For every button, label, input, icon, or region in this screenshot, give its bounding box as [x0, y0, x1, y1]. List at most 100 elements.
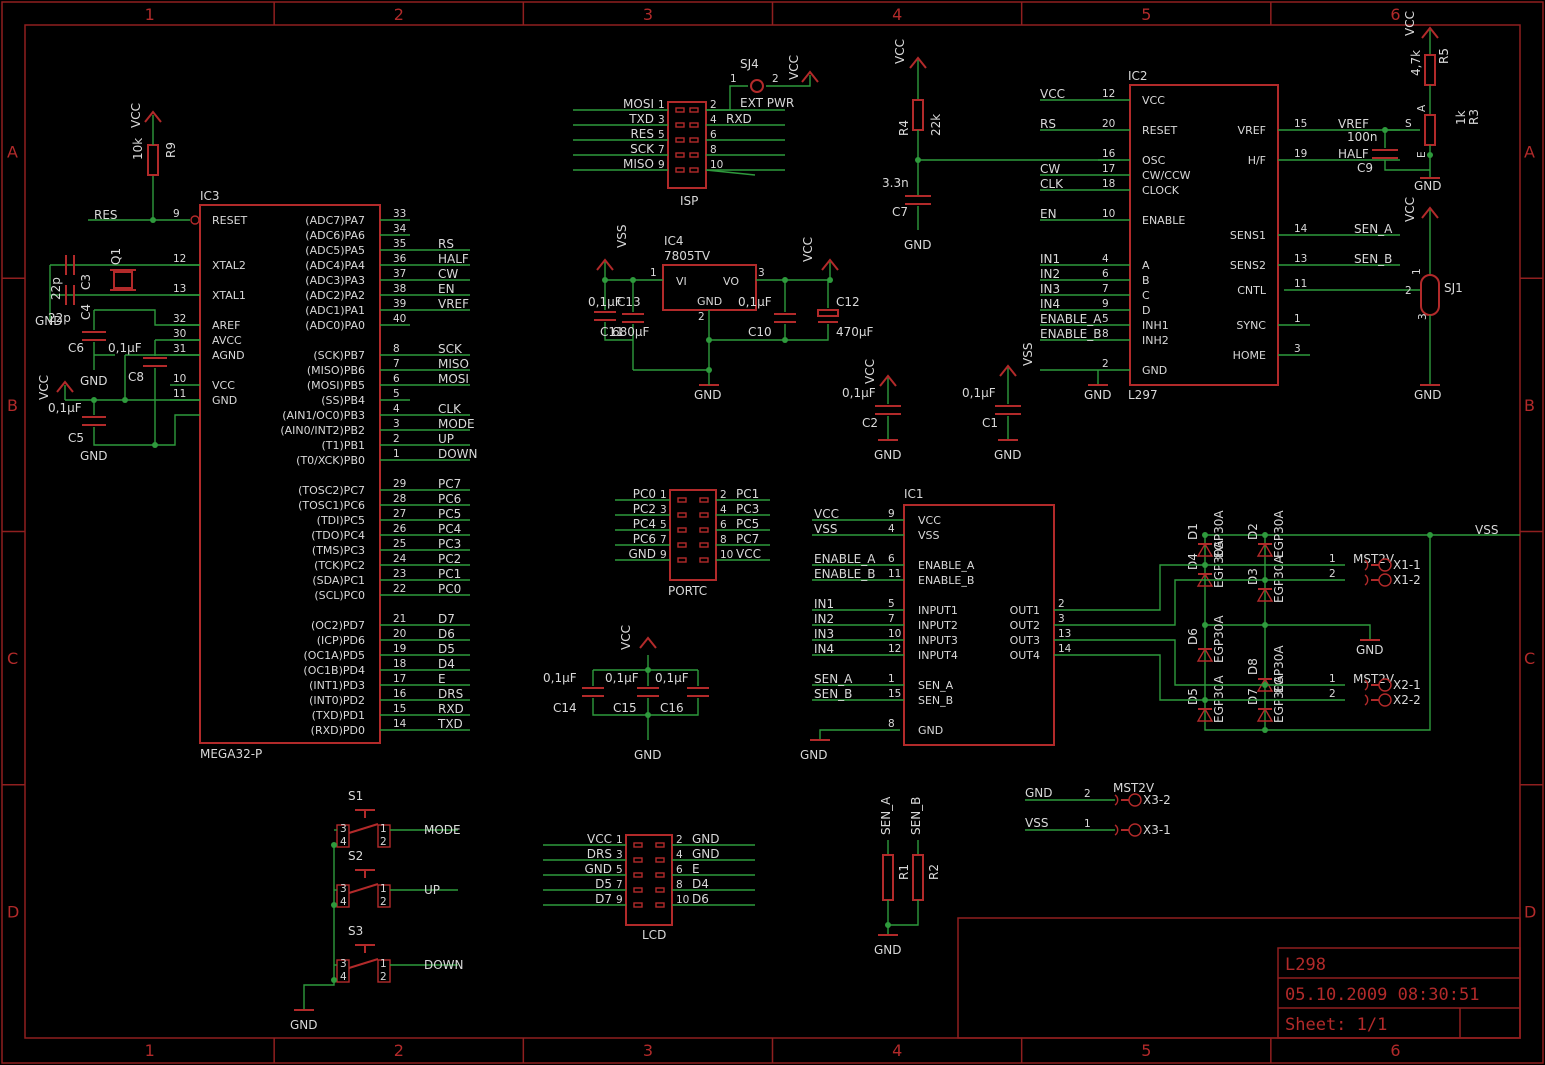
ic3-pin-label: (TMS)PC3 — [312, 544, 365, 557]
c15-value: 0,1µF — [605, 671, 639, 685]
ic3-pin-label: (SCL)PC0 — [314, 589, 365, 602]
ic3-pin-label: (INT0)PD2 — [309, 694, 365, 707]
ic1-pin-number: 3 — [1058, 613, 1065, 625]
net-en: EN — [438, 282, 455, 296]
net-d5: D5 — [438, 642, 455, 656]
lcd-pin-number: 6 — [676, 864, 683, 876]
net-in3: IN3 — [814, 627, 834, 641]
ic2-pin-number: 18 — [1102, 178, 1115, 190]
c5-name: C5 — [68, 431, 84, 445]
ic2-pin-number: 2 — [1102, 358, 1109, 370]
r3-name: R3 — [1467, 109, 1481, 125]
portc-pin-pad — [699, 497, 709, 503]
r4-name: R4 — [897, 120, 911, 136]
ic1-pin-number: 6 — [888, 553, 895, 565]
drawing-title: L298 — [1285, 955, 1326, 975]
ic3-pin-label: (SCK)PB7 — [313, 349, 365, 362]
isp-pin-pad — [689, 107, 699, 113]
net-pc3: PC3 — [736, 502, 759, 516]
connector-type: MST2V — [1113, 781, 1155, 795]
switch-name: S2 — [348, 849, 363, 863]
net-enable_a: ENABLE_A — [814, 552, 876, 566]
sj1-jumper[interactable]: SJ1 1 2 3 VCC GND — [1284, 197, 1463, 402]
sj1-pin1: 1 — [1411, 268, 1423, 275]
drawing-date: 05.10.2009 08:30:51 — [1285, 985, 1479, 1005]
frame-column-label: 3 — [643, 5, 653, 24]
switch-pin: 4 — [340, 836, 347, 848]
ic3-pin-label: RESET — [212, 214, 248, 227]
net-vss: VSS — [814, 522, 837, 536]
gnd-c6: GND — [80, 374, 108, 388]
net-vref: VREF — [1338, 117, 1369, 131]
net-pc6: PC6 — [438, 492, 461, 506]
diode-d6: D6 EGP30A — [1186, 615, 1226, 663]
net-vcc: VCC — [1040, 87, 1065, 101]
net-vref: VREF — [438, 297, 469, 311]
ic2-pin-label: HOME — [1233, 349, 1266, 362]
ic3-pin-number: 31 — [173, 343, 186, 355]
isp-pin-number: 9 — [658, 159, 665, 171]
sense-resistors: SEN_A SEN_B R1 R2 GND — [874, 796, 941, 957]
ic2-pin-label: SYNC — [1236, 319, 1266, 332]
ic3-pin-number: 38 — [393, 283, 406, 295]
diode-type: EGP30A — [1212, 615, 1226, 663]
diode-type: EGP30A — [1272, 645, 1286, 693]
sen-a-r1: SEN_A — [879, 796, 893, 835]
net-pc7: PC7 — [736, 532, 759, 546]
net-sck: SCK — [438, 342, 463, 356]
isp-pin-pad — [675, 107, 685, 113]
r5-name: R5 — [1437, 48, 1451, 64]
frame-column-label: 3 — [643, 1041, 653, 1060]
frame-row-label: C — [7, 649, 18, 668]
ic1-name: IC1 — [904, 487, 924, 501]
net-down: DOWN — [438, 447, 478, 461]
vcc-sj4: VCC — [787, 55, 801, 80]
ic2-pin-label: ENABLE — [1142, 214, 1185, 227]
c7-value: 3.3n — [882, 176, 909, 190]
ic3-pin-label: (ADC3)PA3 — [305, 274, 365, 287]
net-clk: CLK — [1040, 177, 1064, 191]
c1-name: C1 — [982, 416, 998, 430]
ic3-pin-label: (T1)PB1 — [322, 439, 365, 452]
portc-pin-number: 8 — [720, 534, 727, 546]
sj1-pin2: 2 — [1405, 285, 1412, 297]
frame-row-label: C — [1524, 649, 1535, 668]
net-enable_a: ENABLE_A — [1040, 312, 1102, 326]
ic1-pin-number: 10 — [888, 628, 901, 640]
lcd-pin-pad — [655, 872, 665, 878]
net-pc3: PC3 — [438, 537, 461, 551]
ic4-7805-regulator[interactable]: IC4 7805TV VI VO GND 1 2 3 VSS VCC 0,1µF… — [588, 225, 874, 402]
portc-pin-number: 10 — [720, 549, 733, 561]
ic1-l298[interactable]: IC1 VCC9VCCVSS4VSSENABLE_A6ENABLE_AENABL… — [800, 487, 1072, 762]
ic3-atmega32[interactable]: IC3 MEGA32-P RESET9XTAL212XTAL113AREF32A… — [170, 189, 478, 761]
diode-name: D6 — [1186, 628, 1200, 645]
net-vcc: VCC — [587, 832, 612, 846]
net-e: E — [692, 862, 700, 876]
ic3-pin-number: 21 — [393, 613, 406, 625]
ic2-pin-number: 9 — [1102, 298, 1109, 310]
ic3-pin-label: AREF — [212, 319, 240, 332]
ic2-pin-label: CLOCK — [1142, 184, 1180, 197]
ic2-l297[interactable]: IC2 L297 VCC12VCCRESET20RSOSC16CW/CCW17C… — [1040, 69, 1400, 402]
net-mode: MODE — [424, 823, 461, 837]
gnd-c7: GND — [904, 238, 932, 252]
connector-pin-number: 2 — [1329, 568, 1336, 580]
vss-c1: VSS — [1021, 343, 1035, 366]
r5-value: 4,7k — [1409, 50, 1423, 76]
ic2-pin-number: 6 — [1102, 268, 1109, 280]
switch-pin: 4 — [340, 971, 347, 983]
gnd-ic4: GND — [694, 388, 722, 402]
ic1-pin-label: INPUT4 — [918, 649, 958, 662]
connector-pin-number: 1 — [1329, 553, 1336, 565]
net-miso: MISO — [438, 357, 469, 371]
